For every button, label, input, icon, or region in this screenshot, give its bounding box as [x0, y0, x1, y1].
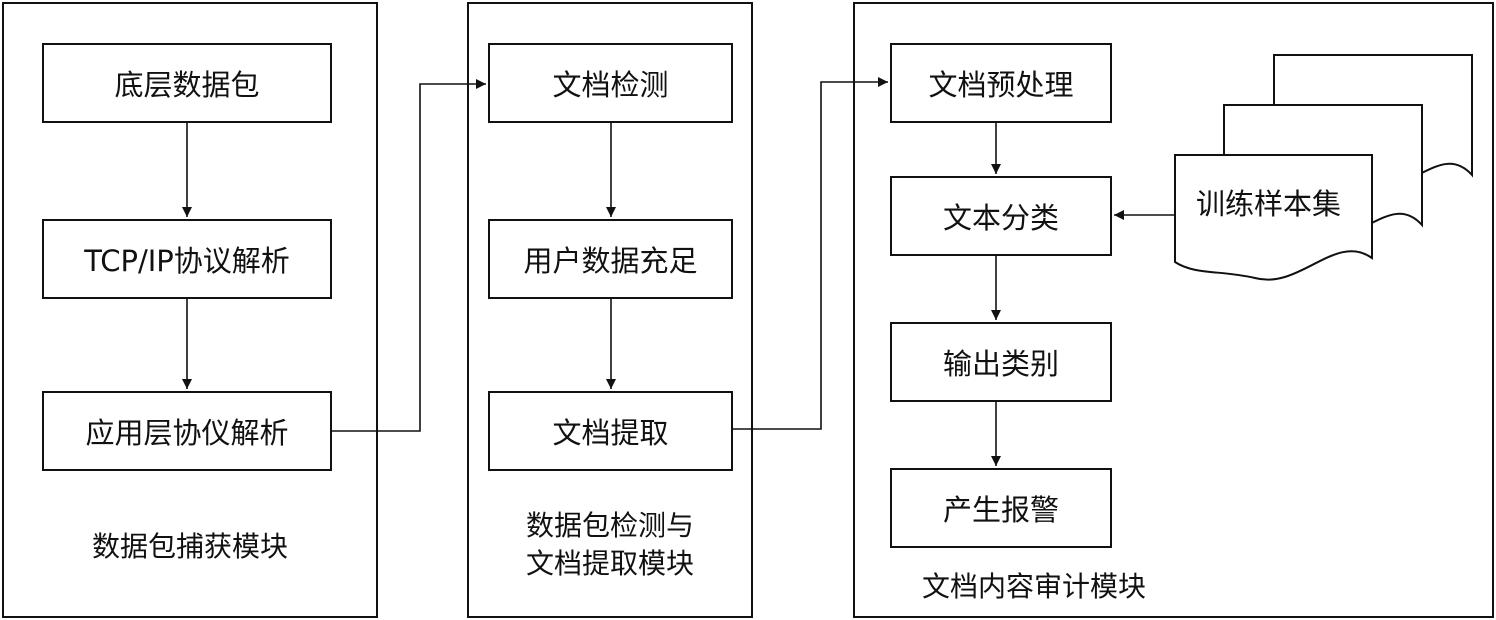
doc-extract-box: 文档提取 [488, 391, 733, 471]
capture-module-caption: 数据包捕获模块 [91, 530, 288, 563]
output-category-box: 输出类别 [890, 322, 1112, 402]
doc-detect-box: 文档检测 [488, 43, 733, 123]
app-protocol-parse-box: 应用层协仪解析 [42, 391, 332, 471]
training-samples-label: 训练样本集 [1196, 187, 1342, 221]
detect-module-caption: 数据包检测与 文档提取模块 [467, 507, 753, 583]
detect-caption-line2: 文档提取模块 [525, 547, 694, 580]
tcpip-parse-box: TCP/IP协议解析 [42, 219, 332, 299]
document-stack-icon [1174, 54, 1473, 281]
audit-module-caption: 文档内容审计模块 [922, 570, 1147, 603]
doc-preprocess-box: 文档预处理 [890, 43, 1112, 123]
raise-alarm-box: 产生报警 [890, 468, 1112, 548]
user-data-box: 用户数据充足 [488, 219, 733, 299]
raw-packet-box: 底层数据包 [42, 43, 332, 123]
arrow-capture-to-detect [332, 79, 486, 432]
arrow-detect-to-audit [733, 77, 888, 430]
detect-caption-line1: 数据包检测与 [525, 509, 694, 542]
text-classify-box: 文本分类 [890, 176, 1112, 256]
